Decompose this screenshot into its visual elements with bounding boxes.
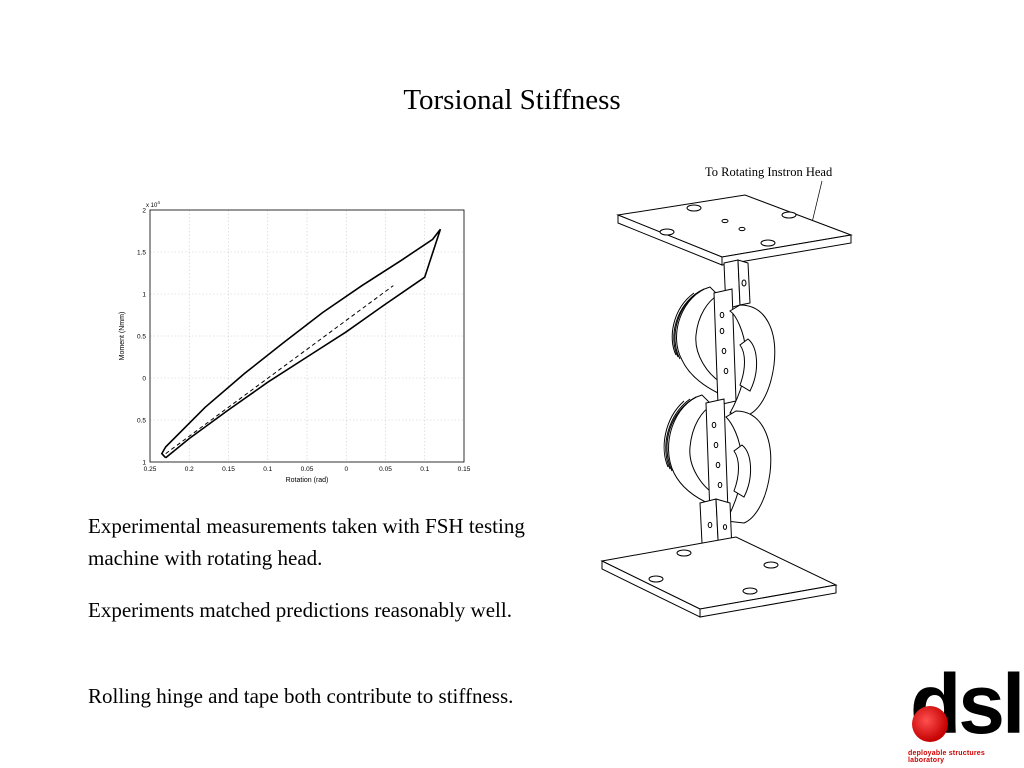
chart-x-axis-label: Rotation (rad) xyxy=(286,477,329,484)
chart-y-tick-label: 0.5 xyxy=(137,334,146,341)
chart-x-tick-label: 0 xyxy=(344,466,348,473)
chart-y-tick-label: 0 xyxy=(142,376,146,383)
chart-y-exponent-base: x 10 xyxy=(146,203,158,209)
paragraph-hinge-and-tape: Rolling hinge and tape both contribute t… xyxy=(88,684,514,708)
chart-series xyxy=(160,228,442,459)
chart-plot-frame xyxy=(149,209,465,463)
chart-y-tick-label: 1 xyxy=(142,460,146,467)
chart-y-axis-label: Moment (Nmm) xyxy=(119,312,126,361)
chart-y-tick-label: 0.5 xyxy=(137,418,146,425)
chart-series-line-0 xyxy=(160,228,442,459)
hinge-test-fixture-drawing: To Rotating Instron Head xyxy=(590,155,870,625)
chart-x-tick-label: 0.05 xyxy=(301,466,314,473)
chart-grid xyxy=(149,209,465,463)
chart-ticks: 0.25 0.2 0.15 0.1 0.05 0 0.05 0.1 0.15 2 1.5 1 0.5 0 0… xyxy=(137,208,471,474)
fixture-callout-label: To Rotating Instron Head xyxy=(705,165,833,179)
dsl-logo: dsl deployable structures laboratory xyxy=(906,662,1024,764)
bottom-plate xyxy=(600,536,838,618)
fixture-svg: To Rotating Instron Head xyxy=(600,165,853,618)
chart-x-tick-label: 0.1 xyxy=(263,466,272,473)
chart-y-tick-label: 2 xyxy=(142,208,146,215)
paragraph-experiments-matched: Experiments matched predictions reasonab… xyxy=(88,598,512,622)
chart-x-tick-label: 0.05 xyxy=(379,466,392,473)
top-plate xyxy=(616,194,853,266)
chart-svg: 0.25 0.2 0.15 0.1 0.05 0 0.05 0.1 0.15 2 1.5 1 0.5 0 0… xyxy=(119,200,471,484)
chart-y-tick-label: 1.5 xyxy=(137,250,146,257)
chart-y-tick-label: 1 xyxy=(142,292,146,299)
lower-rolling-hinge xyxy=(663,394,772,524)
chart-x-tick-label: 0.15 xyxy=(222,466,235,473)
slide-title: Torsional Stiffness xyxy=(403,84,621,116)
paragraph-measurements: Experimental measurements taken with FSH… xyxy=(88,514,525,570)
logo-tagline: deployable structures laboratory xyxy=(908,750,985,764)
torsional-stiffness-chart: 0.25 0.2 0.15 0.1 0.05 0 0.05 0.1 0.15 2 1.5 1 0.5 0 0… xyxy=(110,196,490,486)
chart-x-tick-label: 0.15 xyxy=(458,466,471,473)
chart-y-exponent-power: 4 xyxy=(157,200,160,205)
chart-x-tick-label: 0.25 xyxy=(144,466,157,473)
logo-red-disc xyxy=(912,706,948,742)
upper-rolling-hinge xyxy=(671,286,776,416)
chart-series-line-1 xyxy=(165,285,394,455)
chart-x-tick-label: 0.2 xyxy=(185,466,194,473)
chart-x-tick-label: 0.1 xyxy=(420,466,429,473)
chart-y-exponent-label: x 104 xyxy=(146,200,160,209)
